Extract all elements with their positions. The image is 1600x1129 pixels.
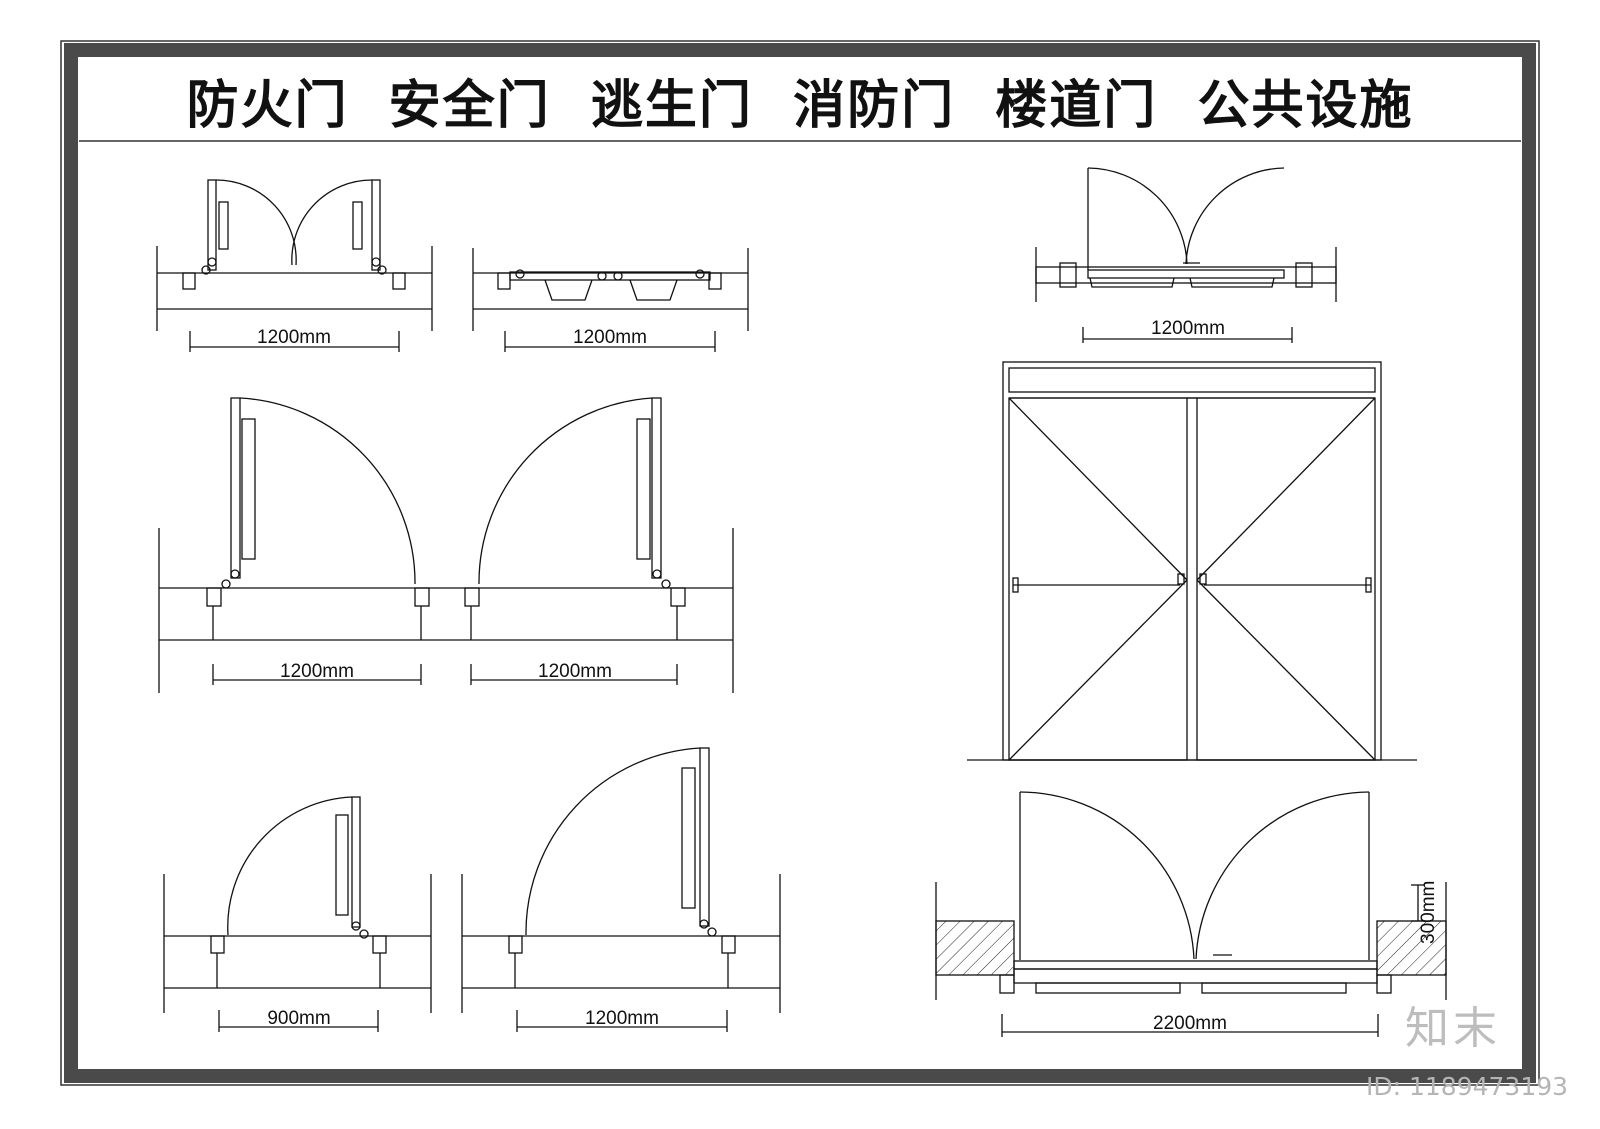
plan-large xyxy=(158,397,734,693)
dim-top-middle: 1200mm xyxy=(573,327,647,348)
sheet-frame xyxy=(60,40,1540,1086)
title-bar: 防火门 安全门 逃生门 消防门 楼道门 公共设施 xyxy=(79,60,1521,140)
door-drawings xyxy=(156,167,1447,1037)
brand-watermark: 知末 xyxy=(1405,1003,1501,1054)
sheet-title: 防火门 安全门 逃生门 消防门 楼道门 公共设施 xyxy=(186,75,1414,136)
plan-top-right xyxy=(1035,167,1337,343)
dim-vertical-300: 300mm xyxy=(1418,881,1439,944)
plan-top-left xyxy=(156,179,433,352)
plan-bottom-middle xyxy=(461,747,781,1032)
dim-large-right: 1200mm xyxy=(538,661,612,682)
dim-bottom-right: 2200mm xyxy=(1153,1013,1227,1034)
plan-top-middle xyxy=(472,248,749,352)
dim-large-left: 1200mm xyxy=(280,661,354,682)
plan-bottom-right xyxy=(935,791,1447,1037)
door-elevation xyxy=(967,361,1417,761)
dim-bottom-left: 900mm xyxy=(267,1008,330,1029)
plan-bottom-left xyxy=(163,796,432,1032)
dimension-labels: 1200mm 1200mm 1200mm 1200mm 1200mm 900mm… xyxy=(257,318,1439,1034)
dim-bottom-middle: 1200mm xyxy=(585,1008,659,1029)
image-id-watermark: ID: 1189473193 xyxy=(1366,1072,1569,1101)
dim-top-right: 1200mm xyxy=(1151,318,1225,339)
dim-top-left: 1200mm xyxy=(257,327,331,348)
